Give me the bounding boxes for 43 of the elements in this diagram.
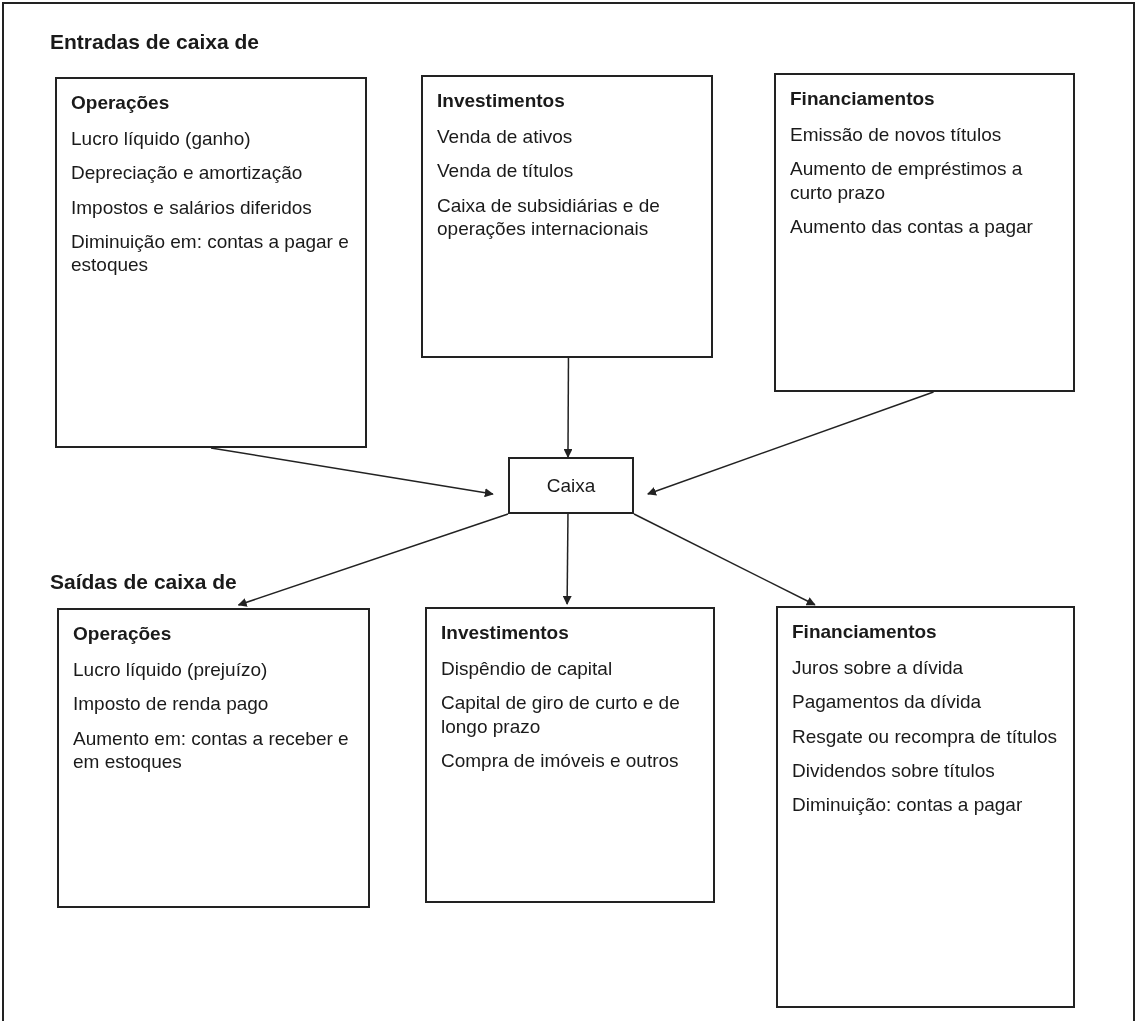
list-item: Capital de giro de curto e de longo prazo: [441, 691, 681, 738]
arrow: [237, 513, 509, 607]
arrow: [563, 357, 573, 458]
box-heading: Financiamentos: [792, 620, 938, 644]
box-heading: Operações: [73, 622, 173, 646]
list-item: Dividendos sobre títulos: [792, 758, 996, 782]
list-item: Depreciação e amortização: [71, 161, 304, 185]
list-item: Lucro líquido (prejuízo): [73, 658, 269, 682]
arrow: [647, 391, 935, 496]
list-item: Venda de ativos: [437, 125, 574, 149]
list-item: Dispêndio de capital: [441, 657, 614, 681]
list-item: Caixa de subsidiárias e de operações internacionais: [437, 193, 661, 240]
list-item: Aumento de empréstimos a curto prazo: [790, 157, 1024, 204]
list-item: Imposto de renda pago: [73, 692, 270, 716]
list-item: Juros sobre a dívida: [792, 656, 965, 680]
box-heading: Investimentos: [437, 89, 566, 113]
list-item: Diminuição em: contas a pagar e estoques: [71, 229, 350, 277]
list-item: Venda de títulos: [437, 159, 575, 183]
list-item: Pagamentos da dívida: [792, 690, 983, 714]
category-box: [774, 73, 1075, 392]
category-box: [57, 608, 370, 908]
list-item: Impostos e salários diferidos: [71, 195, 313, 219]
list-item: Aumento das contas a pagar: [790, 214, 1034, 238]
section-heading: Entradas de caixa de: [50, 30, 259, 54]
section-heading: Saídas de caixa de: [50, 570, 237, 594]
list-item: Resgate ou recompra de títulos: [792, 724, 1059, 748]
list-item: Diminuição: contas a pagar: [792, 792, 1024, 817]
arrow: [633, 513, 816, 606]
box-heading: Financiamentos: [790, 87, 936, 111]
process-box: [508, 457, 634, 514]
category-box: [425, 607, 715, 903]
list-item: Compra de imóveis e outros: [441, 748, 680, 772]
arrow: [562, 513, 572, 605]
box-heading: Investimentos: [441, 621, 570, 645]
arrow: [210, 447, 494, 498]
list-item: Emissão de novos títulos: [790, 123, 1003, 147]
list-item: Lucro líquido (ganho): [71, 127, 252, 151]
box-heading: Operações: [71, 91, 171, 115]
list-item: Aumento em: contas a receber e em estoques: [73, 726, 350, 773]
category-box: [421, 75, 713, 358]
box-label: Caixa: [546, 473, 596, 498]
category-box: [55, 77, 367, 448]
category-box: [776, 606, 1075, 1008]
